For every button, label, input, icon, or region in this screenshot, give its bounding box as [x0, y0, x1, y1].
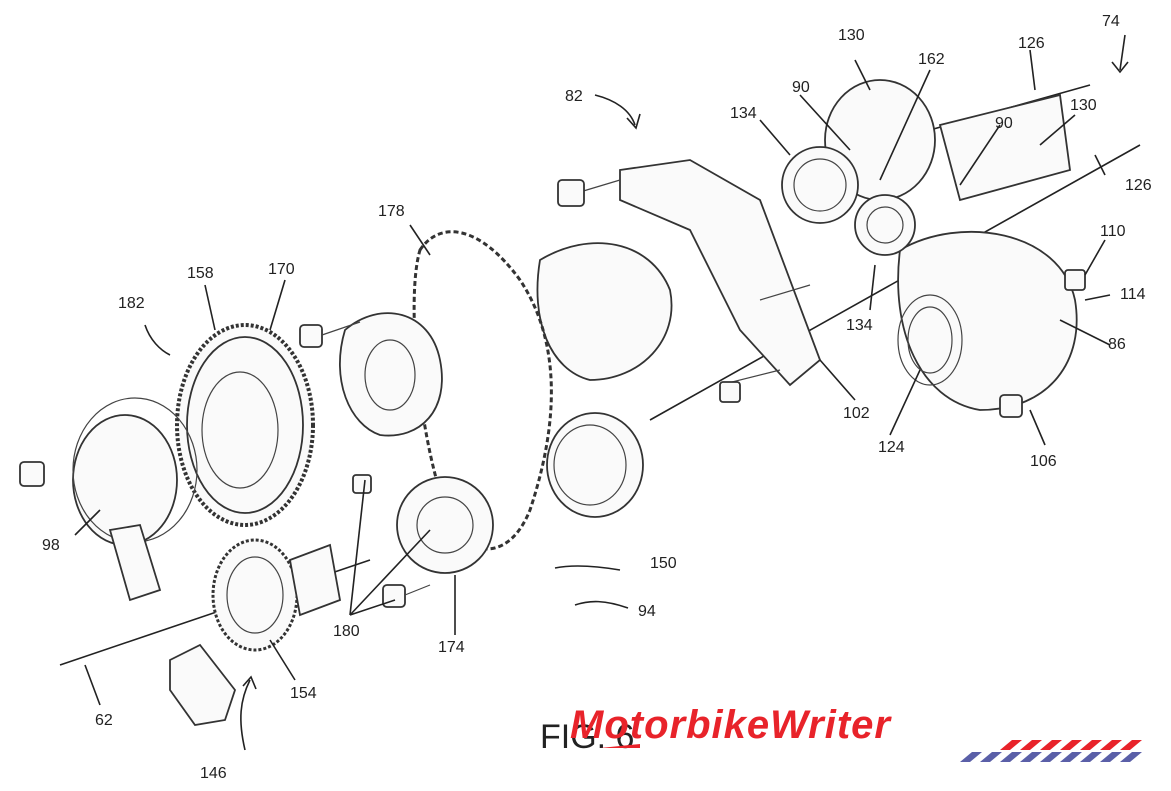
label-74: 74	[1102, 13, 1120, 30]
label-130: 130	[1070, 97, 1097, 114]
label-146: 146	[200, 765, 227, 782]
label-98: 98	[42, 537, 60, 554]
label-182: 182	[118, 295, 145, 312]
label-134: 134	[846, 317, 873, 334]
label-170: 170	[268, 261, 295, 278]
label-162: 162	[918, 51, 945, 68]
label-110: 110	[1100, 223, 1126, 240]
label-62: 62	[95, 712, 113, 729]
hub-assembly	[536, 242, 673, 518]
reference-labels: 74 126 130 162 90 82 134 90 130 126 178 …	[42, 13, 1152, 782]
label-158: 158	[187, 265, 214, 282]
label-102: 102	[843, 405, 870, 422]
label-178: 178	[378, 203, 405, 220]
label-130: 130	[838, 27, 865, 44]
label-90: 90	[995, 115, 1013, 132]
cover-housing	[72, 397, 198, 602]
label-134: 134	[730, 105, 757, 122]
small-gear	[211, 538, 342, 652]
label-126: 126	[1125, 177, 1152, 194]
label-86: 86	[1108, 336, 1126, 353]
label-82: 82	[565, 88, 583, 105]
label-106: 106	[1030, 453, 1057, 470]
watermark-logo: MotorbikeWriter	[570, 703, 1142, 762]
label-154: 154	[290, 685, 317, 702]
label-126: 126	[1018, 35, 1045, 52]
watermark-text: MotorbikeWriter	[570, 703, 892, 747]
label-124: 124	[878, 439, 905, 456]
sprocket-plate	[339, 312, 494, 574]
label-90: 90	[792, 79, 810, 96]
large-gear	[175, 323, 315, 527]
sensor-part	[169, 643, 237, 726]
label-180: 180	[333, 623, 360, 640]
label-94: 94	[638, 603, 656, 620]
bolts	[19, 179, 1086, 608]
camshaft-assembly	[781, 79, 1078, 411]
label-114: 114	[1120, 286, 1146, 303]
figure-caption: FIG. 6	[540, 718, 634, 756]
label-174: 174	[438, 639, 465, 656]
leader-lines	[74, 34, 1129, 751]
label-150: 150	[650, 555, 677, 572]
